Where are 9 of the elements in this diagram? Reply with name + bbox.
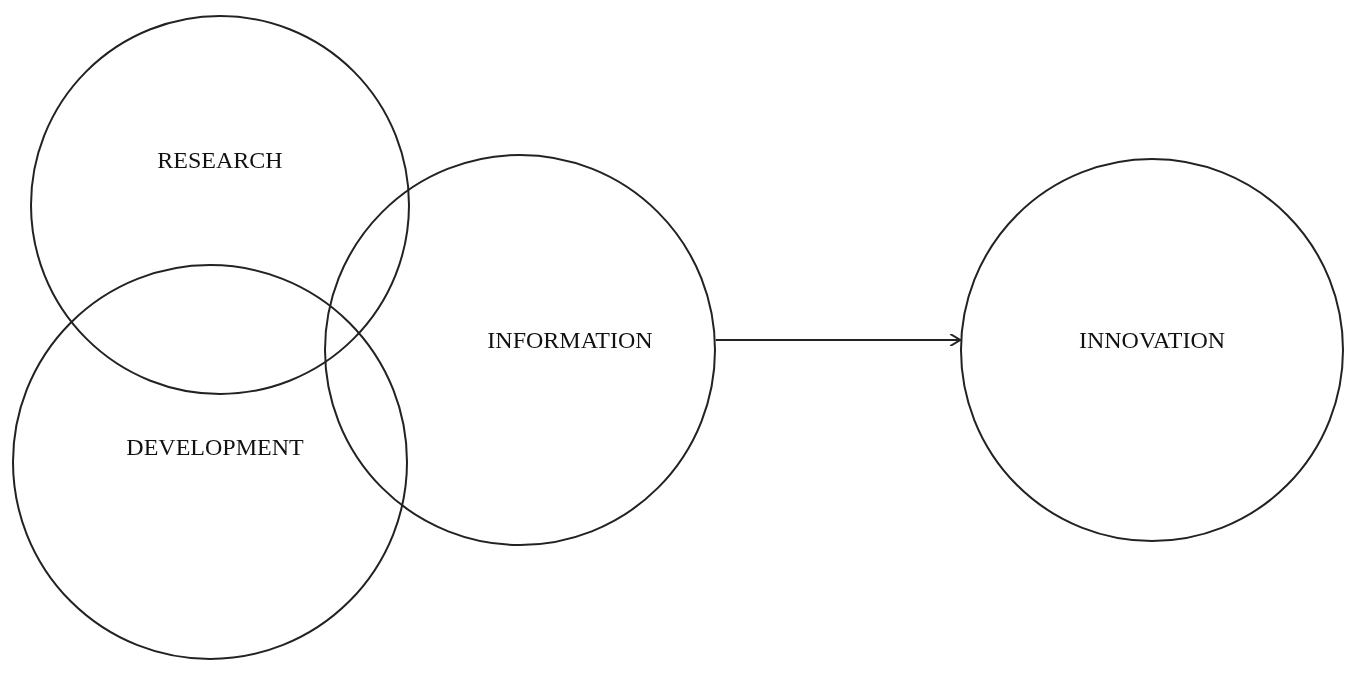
circle-label: DEVELOPMENT bbox=[126, 433, 304, 461]
circle-label: INNOVATION bbox=[1078, 326, 1226, 354]
circle bbox=[960, 158, 1344, 542]
circle bbox=[12, 264, 408, 660]
circle bbox=[30, 15, 410, 395]
circle-label: INFORMATION bbox=[487, 326, 653, 354]
circle-label: RESEARCH bbox=[157, 146, 283, 174]
arrow bbox=[714, 333, 962, 347]
circle bbox=[324, 154, 716, 546]
